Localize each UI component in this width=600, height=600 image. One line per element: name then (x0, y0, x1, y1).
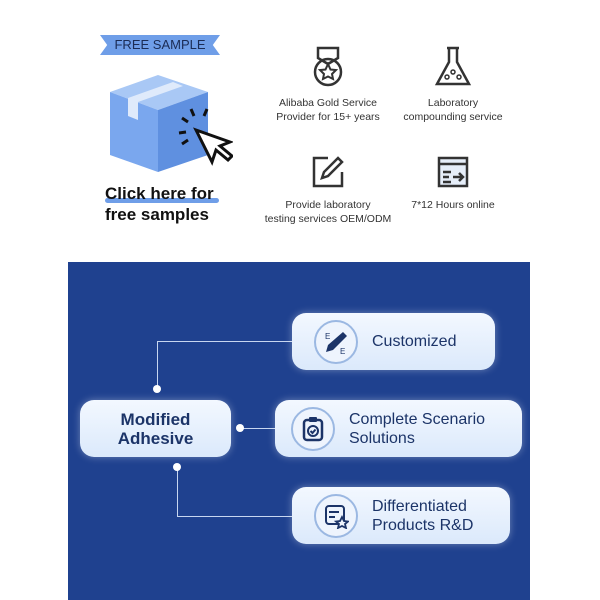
card-label: Products R&D (372, 516, 474, 534)
feature-lab-compounding: Laboratory compounding service (388, 46, 518, 124)
connector-dot (173, 463, 181, 471)
free-samples-link[interactable]: Click here for free samples (105, 183, 219, 225)
feature-text: compounding service (403, 111, 503, 123)
node-label: Adhesive (117, 428, 194, 448)
feature-text: Laboratory (427, 97, 479, 109)
feature-text: 7*12 Hours online (411, 199, 495, 211)
card-label: Complete Scenario (349, 410, 486, 428)
connector-line (240, 428, 280, 429)
edit-icon (312, 156, 344, 188)
svg-text:E: E (340, 347, 345, 355)
connector-line (157, 341, 158, 389)
connector-dot (236, 424, 244, 432)
node-label: Modified (120, 409, 191, 429)
feature-online: 7*12 Hours online (388, 154, 518, 212)
feature-oem-odm: Provide laboratory testing services OEM/O… (263, 154, 393, 226)
card-label: Solutions (349, 429, 415, 447)
feature-text: testing services OEM/ODM (264, 213, 392, 225)
rd-star-icon (314, 493, 358, 538)
free-sample-ribbon[interactable]: FREE SAMPLE (100, 35, 220, 55)
online-icon (437, 156, 469, 188)
card-label: Differentiated (372, 497, 467, 515)
clipboard-check-icon (291, 406, 335, 451)
connector-line (177, 516, 292, 517)
medal-icon (313, 46, 343, 87)
feature-text: Provider for 15+ years (276, 111, 380, 123)
connector-line (177, 467, 178, 516)
flask-icon (434, 46, 472, 86)
feature-text: Provide laboratory (285, 199, 371, 211)
cta-line-1: Click here for (105, 184, 214, 203)
svg-text:E: E (325, 332, 330, 341)
connector-line (157, 341, 292, 342)
feature-text: Alibaba Gold Service (278, 97, 378, 109)
card-label: Customized (372, 333, 457, 350)
cta-line-2: free samples (105, 205, 209, 224)
box-cursor-icon[interactable] (108, 70, 233, 178)
connector-dot (153, 385, 161, 393)
